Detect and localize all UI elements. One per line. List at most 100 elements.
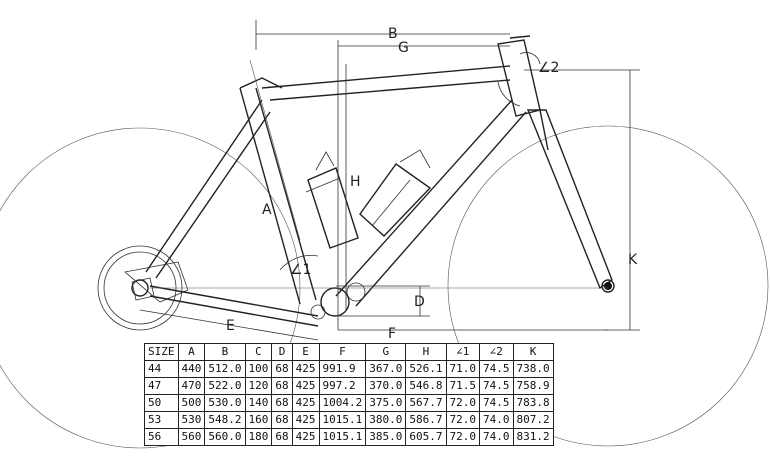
table-cell: 440 — [177, 360, 206, 378]
table-cell: 1004.2 — [318, 394, 367, 412]
table-cell: 1015.1 — [318, 411, 367, 429]
dim-label-G: G — [398, 40, 409, 56]
table-cell: 560.0 — [204, 428, 246, 446]
table-cell: 74.0 — [479, 428, 514, 446]
table-cell: 807.2 — [512, 411, 554, 429]
table-row: 50 500 530.0 140 68 425 1004.2 375.0 567… — [144, 394, 554, 412]
table-cell: 425 — [291, 394, 320, 412]
table-cell: 425 — [291, 411, 320, 429]
table-cell: 140 — [244, 394, 273, 412]
table-cell: 530 — [177, 411, 206, 429]
table-cell: 74.5 — [479, 360, 514, 378]
table-cell: 512.0 — [204, 360, 246, 378]
table-cell: 71.5 — [445, 377, 480, 395]
down-tube — [335, 99, 513, 297]
column-header: A — [177, 343, 206, 361]
column-header: E — [291, 343, 320, 361]
table-cell: 738.0 — [512, 360, 554, 378]
table-cell: 71.0 — [445, 360, 480, 378]
table-cell: 53 — [144, 411, 179, 429]
table-cell: 56 — [144, 428, 179, 446]
table-cell: 72.0 — [445, 428, 480, 446]
table-cell: 548.2 — [204, 411, 246, 429]
table-cell: 526.1 — [405, 360, 447, 378]
table-cell: 470 — [177, 377, 206, 395]
table-cell: 605.7 — [405, 428, 447, 446]
table-cell: 47 — [144, 377, 179, 395]
table-cell: 120 — [244, 377, 273, 395]
table-cell: 546.8 — [405, 377, 447, 395]
table-row: 56 560 560.0 180 68 425 1015.1 385.0 605… — [144, 428, 554, 446]
table-cell: 991.9 — [318, 360, 367, 378]
table-row: 44 440 512.0 100 68 425 991.9 367.0 526.… — [144, 360, 554, 378]
table-cell: 567.7 — [405, 394, 447, 412]
table-cell: 560 — [177, 428, 206, 446]
table-header-row: SIZE A B C D E F G H ∠1 ∠2 K — [144, 343, 554, 361]
table-cell: 68 — [271, 428, 293, 446]
table-cell: 74.5 — [479, 394, 514, 412]
table-cell: 997.2 — [318, 377, 367, 395]
table-cell: 44 — [144, 360, 179, 378]
table-cell: 385.0 — [365, 428, 407, 446]
frame-tubes — [145, 35, 541, 327]
dimension-lines — [139, 20, 640, 341]
table-cell: 425 — [291, 428, 320, 446]
table-cell: 180 — [244, 428, 273, 446]
column-header: H — [405, 343, 447, 361]
table-cell: 68 — [271, 394, 293, 412]
column-header: K — [512, 343, 554, 361]
table-cell: 72.0 — [445, 394, 480, 412]
column-header: F — [318, 343, 367, 361]
dim-label-A: A — [262, 202, 272, 218]
chain-stay — [149, 285, 319, 317]
table-cell: 522.0 — [204, 377, 246, 395]
dim-label-H: H — [350, 174, 361, 190]
table-cell: 530.0 — [204, 394, 246, 412]
column-header: ∠2 — [479, 343, 514, 361]
table-cell: 425 — [291, 360, 320, 378]
table-cell: 758.9 — [512, 377, 554, 395]
table-cell: 50 — [144, 394, 179, 412]
table-cell: 586.7 — [405, 411, 447, 429]
dim-label-E: E — [226, 318, 235, 334]
bottle-seat-tube — [305, 151, 359, 249]
front-wheel — [447, 125, 769, 447]
dim-label-B: B — [388, 26, 398, 42]
table-cell: 375.0 — [365, 394, 407, 412]
table-cell: 500 — [177, 394, 206, 412]
table-cell: 367.0 — [365, 360, 407, 378]
table-cell: 370.0 — [365, 377, 407, 395]
column-header: G — [365, 343, 407, 361]
table-cell: 100 — [244, 360, 273, 378]
top-tube — [261, 65, 511, 89]
table-cell: 783.8 — [512, 394, 554, 412]
column-header: B — [204, 343, 246, 361]
table-row: 53 530 548.2 160 68 425 1015.1 380.0 586… — [144, 411, 554, 429]
column-header: ∠1 — [445, 343, 480, 361]
column-header: C — [244, 343, 273, 361]
dim-label-F: F — [388, 326, 396, 342]
head-tube — [497, 39, 541, 117]
table-cell: 831.2 — [512, 428, 554, 446]
table-cell: 1015.1 — [318, 428, 367, 446]
table-cell: 72.0 — [445, 411, 480, 429]
table-cell: 74.5 — [479, 377, 514, 395]
frame-geometry-table: SIZE A B C D E F G H ∠1 ∠2 K 44 440 512.… — [144, 343, 554, 446]
seat-stay — [145, 99, 263, 273]
table-cell: 68 — [271, 360, 293, 378]
dim-label-angle-2: ∠2 — [538, 60, 559, 76]
column-header: D — [271, 343, 293, 361]
bottle-down-tube — [359, 149, 432, 237]
column-header: SIZE — [144, 343, 179, 361]
dim-label-angle-1: ∠1 — [290, 262, 311, 278]
table-cell: 380.0 — [365, 411, 407, 429]
seat-tube — [239, 87, 301, 305]
dim-label-D: D — [414, 294, 425, 310]
dim-label-K: K — [628, 252, 638, 268]
table-cell: 68 — [271, 411, 293, 429]
table-cell: 68 — [271, 377, 293, 395]
table-cell: 74.0 — [479, 411, 514, 429]
table-cell: 425 — [291, 377, 320, 395]
table-row: 47 470 522.0 120 68 425 997.2 370.0 546.… — [144, 377, 554, 395]
